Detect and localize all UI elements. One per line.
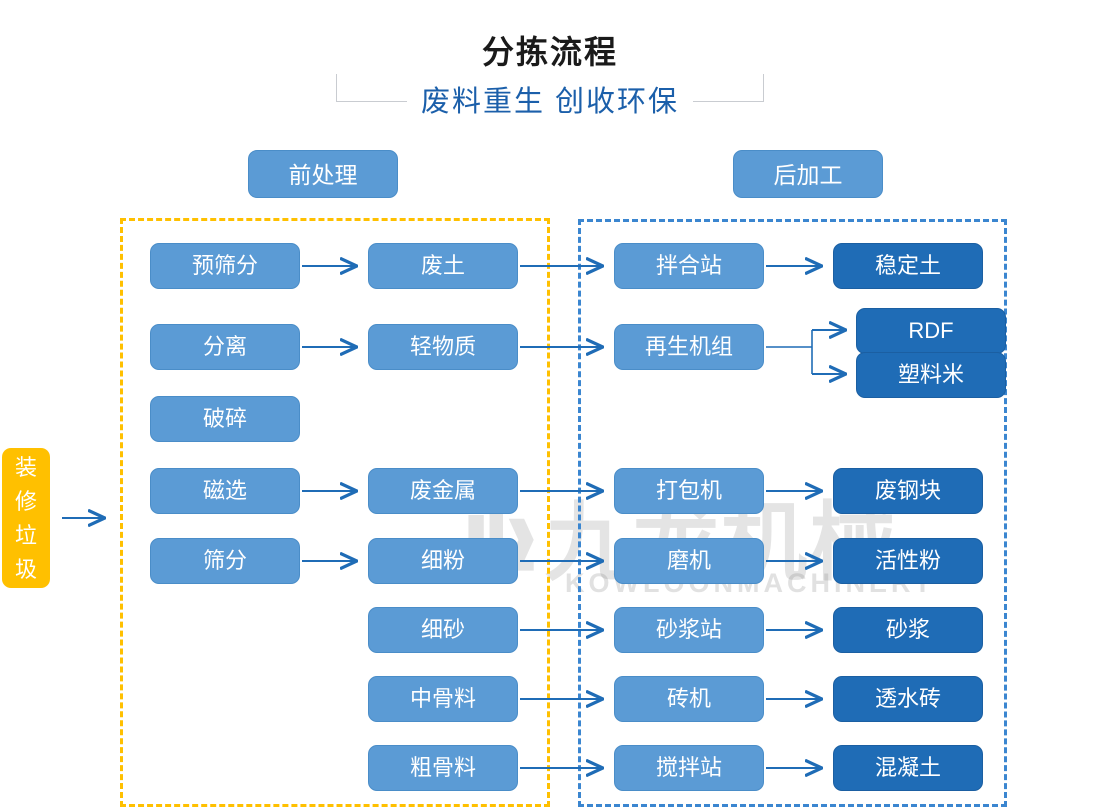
node-grinder[interactable]: 磨机 [614,538,764,584]
page-subtitle-text: 废料重生 创收环保 [406,86,694,118]
source-char-3: 垃 [14,523,37,548]
group-frame-preprocess [120,218,550,807]
node-fine-powder[interactable]: 细粉 [368,538,518,584]
group-label-postprocess[interactable]: 后加工 [733,150,883,198]
node-recycling-unit[interactable]: 再生机组 [614,324,764,370]
node-brick-machine[interactable]: 砖机 [614,676,764,722]
node-stabilized-soil[interactable]: 稳定土 [833,243,983,289]
node-baler[interactable]: 打包机 [614,468,764,514]
source-char-4: 圾 [14,557,37,582]
node-magnetic[interactable]: 磁选 [150,468,300,514]
node-rdf[interactable]: RDF [856,308,1006,354]
node-mixing-station[interactable]: 拌合站 [614,243,764,289]
node-active-powder[interactable]: 活性粉 [833,538,983,584]
node-mid-aggregate[interactable]: 中骨料 [368,676,518,722]
node-mortar-station[interactable]: 砂浆站 [614,607,764,653]
node-mortar[interactable]: 砂浆 [833,607,983,653]
page-subtitle: 废料重生 创收环保 [0,82,1100,122]
source-char-1: 装 [14,455,37,480]
node-concrete-station[interactable]: 搅拌站 [614,745,764,791]
node-fine-sand[interactable]: 细砂 [368,607,518,653]
node-concrete[interactable]: 混凝土 [833,745,983,791]
source-char-2: 修 [14,489,37,514]
source-box-construction-waste[interactable]: 装 修 垃 圾 [2,448,50,588]
node-permeable-brick[interactable]: 透水砖 [833,676,983,722]
node-screening[interactable]: 筛分 [150,538,300,584]
node-crush[interactable]: 破碎 [150,396,300,442]
page-title-text: 分拣流程 [469,34,630,70]
node-light-matter[interactable]: 轻物质 [368,324,518,370]
page-title: 分拣流程 [0,30,1100,74]
group-label-preprocess[interactable]: 前处理 [248,150,398,198]
node-waste-soil[interactable]: 废土 [368,243,518,289]
node-plastic-pellet[interactable]: 塑料米 [856,352,1006,398]
group-frame-postprocess [578,219,1007,807]
node-waste-metal[interactable]: 废金属 [368,468,518,514]
node-pre-screen[interactable]: 预筛分 [150,243,300,289]
node-coarse-aggregate[interactable]: 粗骨料 [368,745,518,791]
node-separate[interactable]: 分离 [150,324,300,370]
node-scrap-steel[interactable]: 废钢块 [833,468,983,514]
